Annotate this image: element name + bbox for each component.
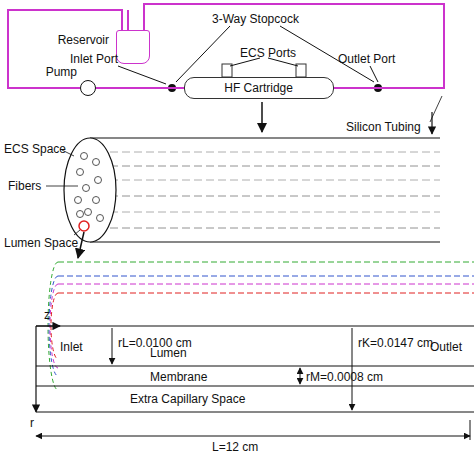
part-label: Membrane [150, 370, 207, 384]
part-label: rK=0.0147 cm [358, 336, 433, 350]
fiber-dot [75, 197, 82, 204]
reservoir: Reservoir [116, 30, 150, 64]
rm-arrow [300, 368, 301, 384]
z-axis [36, 325, 474, 326]
fiber-dot [77, 211, 84, 218]
fiber-dot [95, 177, 102, 184]
part-label: Extra Capillary Space [130, 392, 245, 406]
part-label: Outlet Port [338, 52, 395, 66]
part-label: Lumen [150, 346, 187, 360]
leader-line [176, 26, 230, 82]
fiber-dot [93, 159, 100, 166]
length-dimension [36, 436, 470, 437]
silicon-tubing [144, 4, 444, 88]
fiber-line [110, 196, 440, 197]
fiber-dot [85, 209, 92, 216]
fiber-line [110, 212, 440, 213]
r-axis [35, 326, 36, 412]
z-arrow [36, 325, 60, 326]
part-label: Outlet [430, 340, 462, 354]
part-label: z [44, 308, 50, 322]
fiber-line [110, 228, 440, 229]
part-label: Inlet [60, 340, 83, 354]
zoom-arrow [261, 102, 263, 132]
layer-boundary [36, 366, 474, 412]
silicon-tubing [96, 87, 184, 89]
fiber-dots [75, 153, 104, 222]
membrane-outer [58, 276, 474, 277]
node-label: Pump [46, 65, 77, 79]
part-label: ECS Space [4, 142, 66, 156]
fiber-line [110, 180, 440, 181]
leader-line [118, 66, 166, 84]
selected-fiber [79, 221, 89, 231]
dimension-tick [470, 420, 471, 440]
fiber-line [110, 166, 440, 167]
rk-arrow [352, 328, 353, 410]
part-label: r [30, 416, 34, 430]
fiber-dot [97, 215, 104, 222]
fiber-dot [83, 185, 90, 192]
part-label: Inlet Port [70, 52, 118, 66]
leader-line [430, 96, 442, 122]
ecs-boundary [58, 262, 474, 263]
node-label: HF Cartridge [224, 81, 293, 95]
part-label: Fibers [8, 179, 41, 193]
fiber-dot [81, 153, 88, 160]
rl-arrow [112, 328, 113, 364]
fiber-dot [77, 169, 84, 176]
pump: Pump [80, 80, 96, 96]
leader-line [370, 66, 378, 82]
node-label: Reservoir [58, 33, 109, 47]
part-label: Lumen Space [4, 236, 78, 250]
fiber-line [110, 152, 440, 153]
fiber-lines [110, 152, 440, 228]
zoom-arrow [78, 232, 84, 258]
silicon-tubing [8, 10, 122, 88]
hf-cartridge: HF Cartridge [184, 77, 334, 99]
leader-line [46, 150, 80, 235]
part-label: 3-Way Stopcock [212, 12, 299, 26]
part-label: rM=0.0008 cm [306, 370, 383, 384]
part-label: L=12 cm [212, 440, 258, 454]
lumen-boundary [58, 293, 474, 294]
bundle-end [64, 138, 116, 242]
part-label: Silicon Tubing [346, 120, 421, 134]
flow-arrow [431, 112, 432, 134]
part-label: ECS Ports [240, 46, 296, 60]
fiber-dot [93, 197, 100, 204]
bundle-body [90, 138, 440, 242]
membrane-inner [58, 284, 474, 285]
